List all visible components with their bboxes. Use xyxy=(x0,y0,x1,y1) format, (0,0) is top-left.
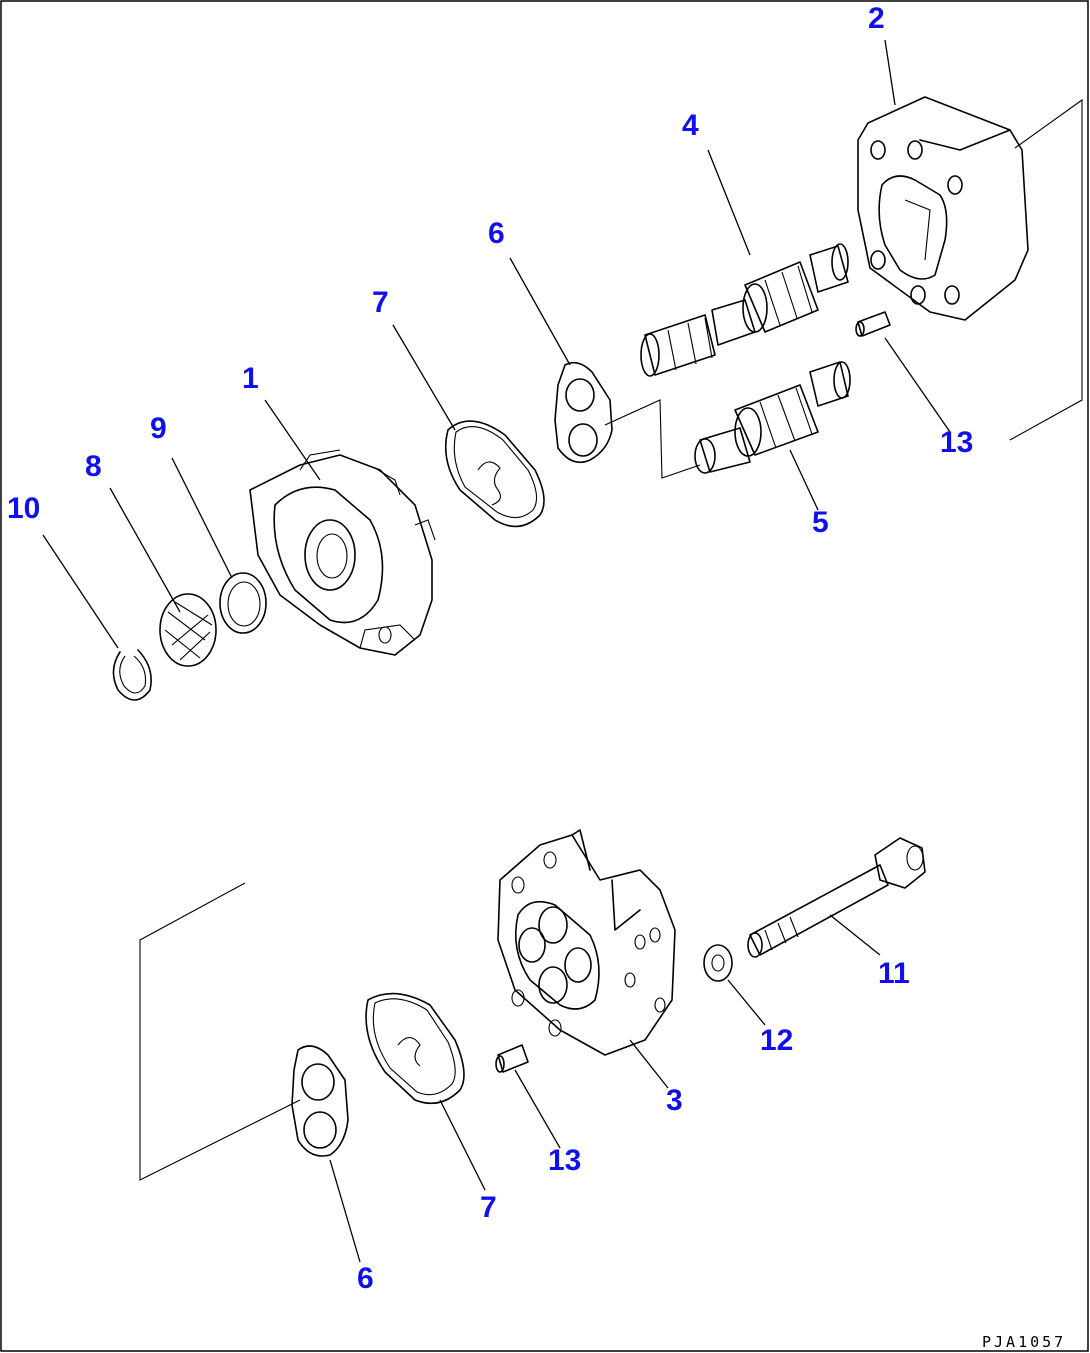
part-7-gasket-top xyxy=(444,420,545,528)
assembly-boundary-line xyxy=(139,882,301,1181)
callout-8: 8 xyxy=(85,450,102,483)
callout-12: 12 xyxy=(760,1024,793,1057)
callout-1: 1 xyxy=(242,362,259,395)
part-8-oil-seal xyxy=(159,593,217,667)
part-10-snap-ring xyxy=(112,649,152,701)
part-12-washer xyxy=(703,944,733,982)
part-5-driven-gear xyxy=(604,361,851,479)
part-13-dowel-pin-bottom xyxy=(495,1044,529,1073)
part-13-dowel-pin-top xyxy=(855,311,891,337)
part-3-pump-body xyxy=(497,829,676,1056)
leader-lines xyxy=(42,39,951,1263)
part-7-gasket-bottom xyxy=(365,992,465,1105)
callout-9: 9 xyxy=(150,412,167,445)
callout-5: 5 xyxy=(812,506,829,539)
part-4-drive-gear-shaft xyxy=(640,243,849,377)
part-1-front-cover xyxy=(249,449,436,656)
callout-7-top: 7 xyxy=(372,286,389,319)
part-6-plate-bottom xyxy=(291,1045,349,1157)
callout-labels: 2 4 6 7 1 9 8 10 13 5 11 12 3 13 7 6 xyxy=(7,2,973,1295)
callout-10: 10 xyxy=(7,492,40,525)
drawing-code: PJA1057 xyxy=(982,1333,1066,1351)
callout-13-top: 13 xyxy=(940,426,973,459)
part-9-washer xyxy=(219,572,267,634)
callout-7-bottom: 7 xyxy=(480,1191,497,1224)
callout-13-bottom: 13 xyxy=(548,1144,581,1177)
part-2-rear-cover xyxy=(857,96,1083,441)
callout-6-top: 6 xyxy=(488,217,505,250)
callout-3: 3 xyxy=(666,1084,683,1117)
callout-2: 2 xyxy=(868,2,885,35)
callout-4: 4 xyxy=(682,109,699,142)
part-6-plate-top xyxy=(554,361,613,464)
callout-11: 11 xyxy=(878,957,910,990)
callout-6-bottom: 6 xyxy=(357,1262,374,1295)
part-11-bolt xyxy=(747,837,926,958)
